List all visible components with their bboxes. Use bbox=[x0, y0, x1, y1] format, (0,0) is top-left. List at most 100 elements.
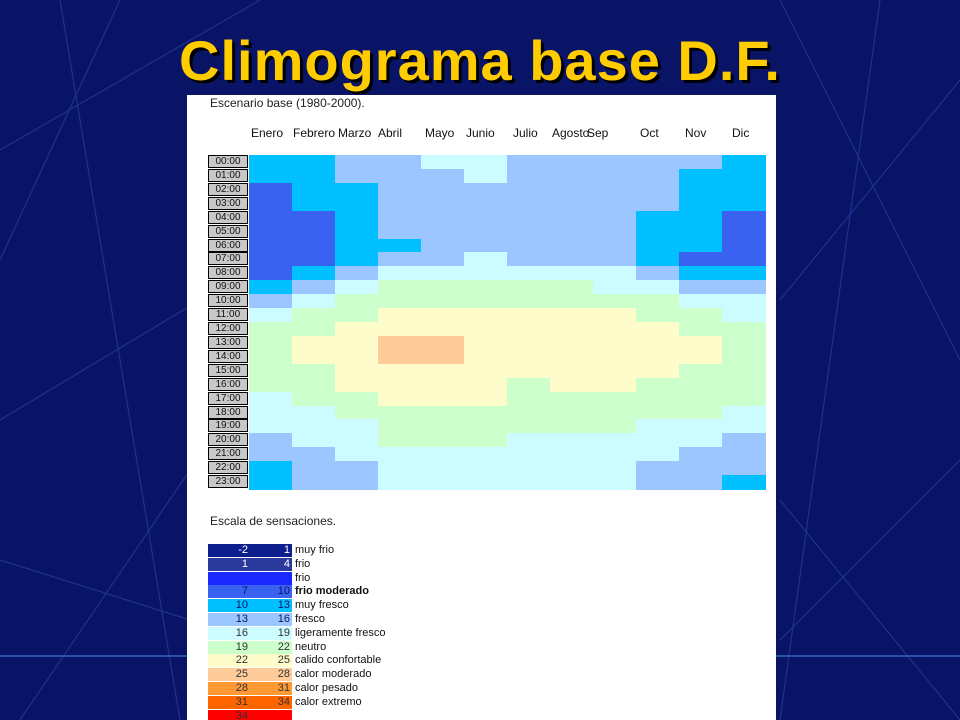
heatmap-cell bbox=[722, 168, 766, 184]
month-label: Junio bbox=[466, 126, 495, 140]
heatmap-cell bbox=[593, 377, 637, 393]
heatmap-cell bbox=[722, 475, 766, 490]
heatmap-cell bbox=[378, 447, 422, 462]
heatmap-cell bbox=[335, 419, 379, 434]
hour-label: 16:00 bbox=[208, 377, 248, 391]
heatmap-cell bbox=[249, 280, 293, 295]
heatmap-cell bbox=[378, 349, 422, 365]
legend-max: 7 bbox=[283, 571, 290, 584]
legend-max: 25 bbox=[277, 654, 290, 667]
heatmap-cell bbox=[593, 405, 637, 421]
heatmap-cell bbox=[464, 322, 508, 337]
legend-label: calor extremo bbox=[295, 695, 362, 708]
legend-min: 31 bbox=[235, 695, 248, 708]
heatmap-cell bbox=[507, 238, 551, 254]
heatmap-cell bbox=[421, 210, 465, 226]
heatmap-cell bbox=[593, 335, 637, 351]
heatmap-cell bbox=[507, 349, 551, 365]
heatmap-cell bbox=[292, 335, 336, 351]
legend-label: muy fresco bbox=[295, 599, 349, 612]
heatmap-cell bbox=[292, 182, 336, 198]
heatmap-cell bbox=[593, 349, 637, 365]
hour-label: 18:00 bbox=[208, 405, 248, 419]
heatmap-cell bbox=[679, 308, 723, 323]
heatmap-cell bbox=[636, 447, 680, 462]
heatmap-cell bbox=[679, 266, 723, 281]
heatmap-cell bbox=[722, 322, 766, 337]
heatmap-cell bbox=[335, 349, 379, 365]
legend-min: 7 bbox=[241, 585, 248, 598]
heatmap-cell bbox=[464, 238, 508, 254]
heatmap-cell bbox=[507, 475, 551, 490]
heatmap-cell bbox=[464, 419, 508, 434]
hour-label: 14:00 bbox=[208, 349, 248, 363]
heatmap-cell bbox=[249, 447, 293, 462]
heatmap-cell bbox=[421, 294, 465, 309]
heatmap-cell bbox=[507, 252, 551, 267]
heatmap-cell bbox=[292, 461, 336, 476]
legend-label: frio moderado bbox=[295, 585, 369, 598]
legend-min: 1 bbox=[241, 557, 248, 570]
heatmap-cell bbox=[722, 224, 766, 240]
heatmap-cell bbox=[636, 252, 680, 267]
heatmap-cell bbox=[507, 280, 551, 295]
heatmap-cell bbox=[636, 349, 680, 365]
heatmap-cell bbox=[292, 168, 336, 184]
heatmap-cell bbox=[679, 363, 723, 379]
heatmap-cell bbox=[378, 433, 422, 448]
hour-label: 07:00 bbox=[208, 252, 248, 266]
hour-label: 08:00 bbox=[208, 266, 248, 280]
legend-min: 13 bbox=[235, 613, 248, 625]
legend-label: calido confortable bbox=[295, 654, 382, 667]
heatmap-cell bbox=[550, 196, 594, 212]
heatmap-cell bbox=[679, 335, 723, 351]
heatmap-cell bbox=[679, 461, 723, 476]
heatmap-cell bbox=[421, 461, 465, 476]
heatmap-cell bbox=[335, 168, 379, 184]
heatmap-cell bbox=[550, 363, 594, 379]
heatmap-cell bbox=[593, 182, 637, 198]
legend-min: 16 bbox=[235, 626, 248, 639]
heatmap-cell bbox=[378, 182, 422, 198]
heatmap-cell bbox=[636, 433, 680, 448]
heatmap-cell bbox=[679, 349, 723, 365]
legend-row: 34 bbox=[208, 709, 508, 720]
heatmap-cell bbox=[593, 238, 637, 254]
heatmap-cell bbox=[507, 433, 551, 448]
heatmap-cell bbox=[292, 210, 336, 226]
heatmap-cell bbox=[335, 238, 379, 254]
heatmap-cell bbox=[679, 294, 723, 309]
heatmap-cell bbox=[507, 363, 551, 379]
heatmap-cell bbox=[292, 447, 336, 462]
heatmap-cell bbox=[722, 238, 766, 254]
heatmap-cell bbox=[249, 294, 293, 309]
heatmap-cell bbox=[421, 405, 465, 421]
heatmap-cell bbox=[378, 210, 422, 226]
heatmap-cell bbox=[636, 335, 680, 351]
legend-max: 22 bbox=[277, 640, 290, 653]
heatmap-cell bbox=[421, 433, 465, 448]
heatmap-cell bbox=[421, 182, 465, 198]
heatmap-cell bbox=[550, 252, 594, 267]
heatmap-cell bbox=[722, 363, 766, 379]
heatmap-cell bbox=[292, 405, 336, 421]
legend-min: 4 bbox=[241, 571, 248, 584]
heatmap-cell bbox=[550, 475, 594, 490]
heatmap-cell bbox=[464, 155, 508, 170]
heatmap-cell bbox=[378, 308, 422, 323]
heatmap-cell bbox=[249, 252, 293, 267]
heatmap-cell bbox=[464, 405, 508, 421]
legend-max: 16 bbox=[277, 613, 290, 625]
heatmap-cell bbox=[550, 419, 594, 434]
heatmap-cell bbox=[679, 433, 723, 448]
heatmap-cell bbox=[249, 210, 293, 226]
heatmap-cell bbox=[335, 377, 379, 393]
heatmap-cell bbox=[249, 224, 293, 240]
heatmap-cell bbox=[636, 168, 680, 184]
